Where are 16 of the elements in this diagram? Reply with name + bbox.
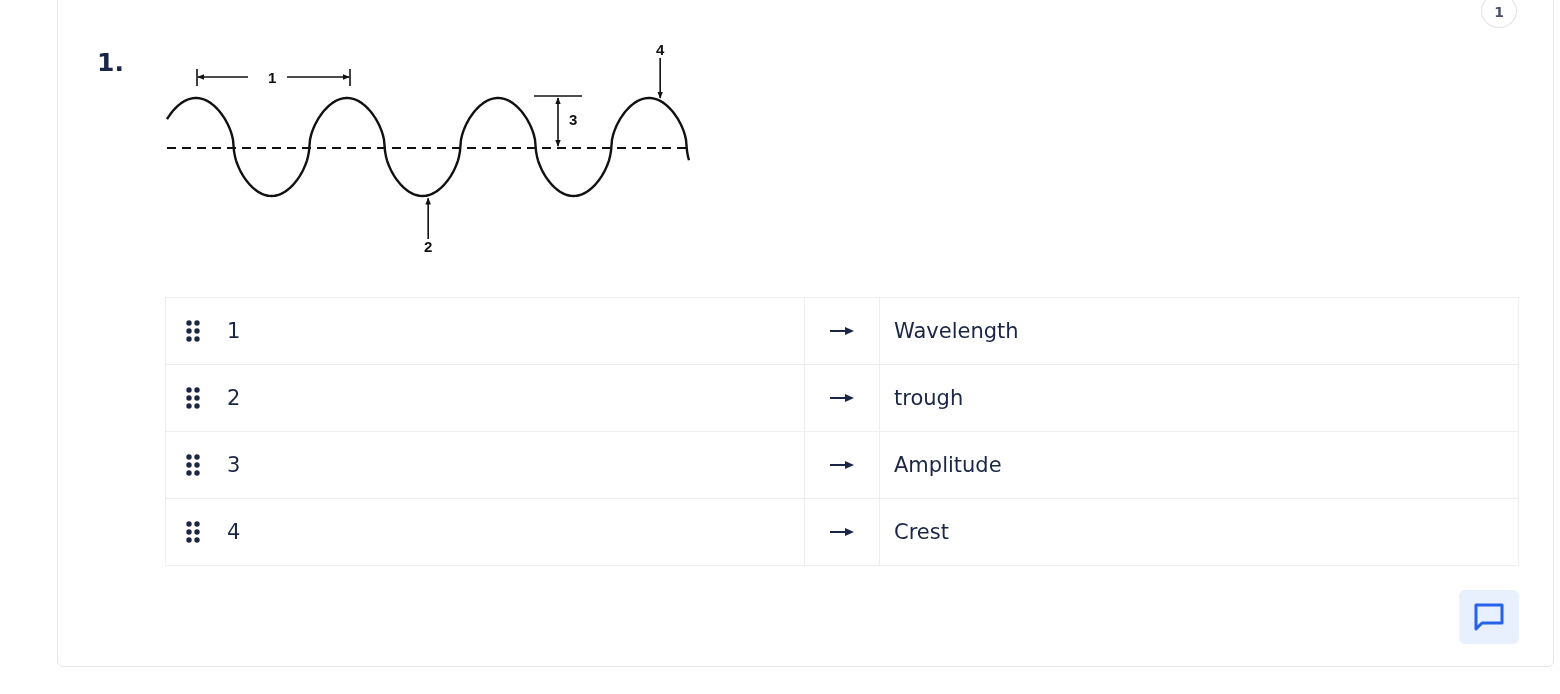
table-cell-text: 1: [227, 319, 241, 343]
wave-curve: [166, 96, 691, 198]
table-cell-text: trough: [894, 386, 964, 410]
table-cell-text: Amplitude: [894, 453, 1002, 477]
table-cell-text: Wavelength: [894, 319, 1019, 343]
dimension-label: 1: [268, 70, 277, 86]
table-cell-text: 2: [227, 386, 241, 410]
callout-number: 2: [424, 239, 433, 255]
table-cell-text: Crest: [894, 520, 949, 544]
leader-line: [425, 197, 431, 240]
table-cell-text: 4: [227, 520, 241, 544]
leader-line: [657, 57, 663, 99]
table-cell-text: 3: [227, 453, 241, 477]
callout-number: 4: [656, 42, 665, 58]
question-number: 1.: [97, 48, 124, 77]
dimension-label: 3: [569, 112, 578, 128]
